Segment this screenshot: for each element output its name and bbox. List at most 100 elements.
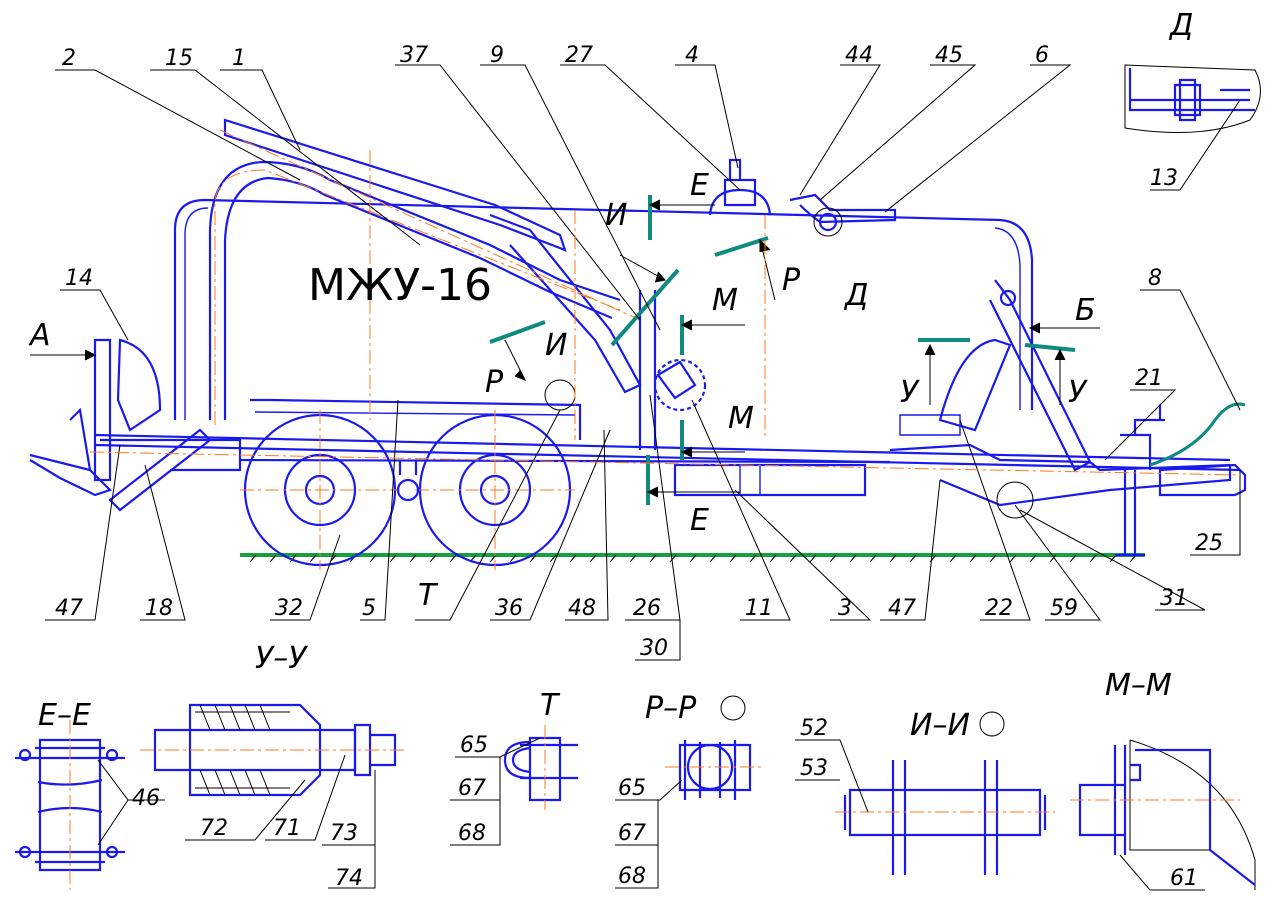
section-II-rotate-symbol [979, 711, 1005, 737]
marker-R-right: Р [782, 263, 801, 298]
label-31: 31 [1160, 586, 1188, 611]
section-RR-pin [678, 743, 752, 792]
pump-circle [653, 358, 707, 412]
label-47-left: 47 [55, 596, 83, 621]
detail-D-parts [1128, 68, 1255, 122]
label-13: 13 [1150, 166, 1178, 191]
label-11: 11 [745, 596, 773, 621]
detail-D-outline [1124, 64, 1261, 133]
hose-axis [214, 169, 621, 425]
label-61: 61 [1170, 866, 1198, 891]
section-EE-leader [97, 759, 165, 846]
front-strut-pin [999, 289, 1017, 307]
label-46: 46 [132, 786, 160, 811]
section-II-plates [891, 760, 999, 875]
section-line-R-right [714, 236, 769, 257]
label-53: 53 [800, 756, 828, 781]
section-title-MM: М–М [1105, 668, 1172, 703]
label-9: 9 [490, 43, 504, 68]
label-68-RR: 68 [618, 864, 646, 889]
section-UU-housing [188, 703, 322, 797]
seat-bracket [938, 338, 1012, 432]
section-title-II: И–И [910, 708, 970, 743]
jack-leg [1115, 470, 1145, 557]
top-hatch-arc [708, 188, 772, 216]
hitch [1158, 463, 1247, 497]
green-hose-8 [1149, 402, 1246, 467]
label-65-T: 65 [460, 733, 488, 758]
marker-M-bottom: М [728, 401, 754, 436]
marker-B: Б [1075, 293, 1096, 328]
drawing-title: МЖУ-16 [308, 260, 492, 311]
section-title-RR: Р–Р [645, 691, 697, 726]
label-47-right: 47 [888, 596, 916, 621]
label-48: 48 [568, 596, 596, 621]
label-15: 15 [165, 46, 193, 71]
label-5: 5 [362, 596, 376, 621]
label-45: 45 [935, 43, 963, 68]
section-T [450, 725, 578, 846]
label-67-T: 67 [458, 776, 486, 801]
label-32: 32 [275, 596, 303, 621]
section-EE-body [38, 738, 102, 872]
main-view [29, 64, 1247, 661]
section-title-T: Т [540, 688, 561, 723]
console-box [899, 414, 961, 436]
marker-M-top: М [712, 283, 738, 318]
pump-head [656, 360, 697, 400]
label-4: 4 [685, 43, 699, 68]
wheel-front [415, 410, 575, 570]
label-44: 44 [845, 43, 873, 68]
section-UU-hatch [195, 704, 290, 796]
label-73: 73 [330, 821, 358, 846]
marker-I-left: И [545, 328, 567, 363]
label-18: 18 [145, 596, 173, 621]
label-71: 71 [273, 816, 301, 841]
label-30: 30 [640, 636, 668, 661]
label-3: 3 [838, 596, 852, 621]
marker-T: Т [418, 578, 439, 613]
section-line-R-left [489, 320, 546, 344]
platform [250, 398, 582, 440]
cylinder-bands [739, 465, 761, 495]
label-36: 36 [495, 596, 523, 621]
rear-spreader [29, 453, 113, 497]
drawbar [889, 443, 1232, 507]
label-1: 1 [232, 46, 246, 71]
label-27: 27 [565, 43, 593, 68]
label-74: 74 [335, 866, 363, 891]
section-RR-leaders [615, 779, 683, 889]
marker-R-left: Р [485, 365, 504, 400]
section-UU-nut [353, 723, 397, 777]
section-UU [140, 703, 405, 889]
section-MM-tank [1135, 748, 1256, 886]
frame-rail-top [94, 433, 1231, 462]
section-II [795, 711, 1055, 875]
label-67-RR: 67 [618, 821, 646, 846]
front-strut [989, 279, 1092, 472]
boom-arm [489, 213, 642, 394]
label-37: 37 [400, 43, 428, 68]
section-RR [615, 695, 765, 889]
detail-D-leader [1150, 99, 1241, 191]
detail-31-circle [996, 481, 1034, 519]
label-21: 21 [1135, 366, 1163, 391]
section-UU-leaders [185, 754, 376, 889]
label-68-T: 68 [458, 821, 486, 846]
cylinder-3 [673, 463, 867, 497]
section-T-clip [503, 740, 531, 780]
marker-E-top: Е [690, 168, 709, 203]
upper-boom [223, 118, 567, 252]
marker-U-left: У [900, 375, 920, 410]
wheel-rear [240, 410, 400, 570]
section-title-D: Д [1168, 8, 1193, 43]
marker-A: А [28, 318, 51, 353]
detail-D [1124, 64, 1261, 191]
rear-nozzle [116, 338, 162, 432]
label-14: 14 [65, 266, 93, 291]
section-RR-plates [683, 740, 737, 800]
top-hatch-body [723, 158, 757, 207]
jack-handle [1120, 405, 1165, 470]
marker-E-bottom: Е [690, 503, 709, 538]
